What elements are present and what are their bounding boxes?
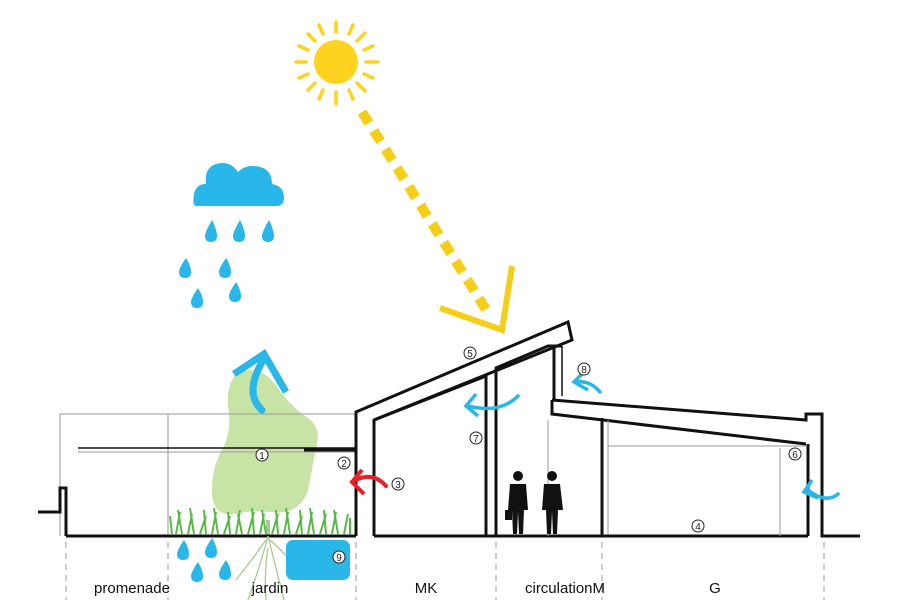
grass-icon — [169, 507, 351, 535]
blue-air-arrow-icon — [801, 479, 840, 500]
raindrops-ground — [177, 538, 231, 582]
cloud-icon — [193, 163, 284, 206]
blue-air-arrow-icon — [571, 370, 602, 394]
raindrop-icon — [219, 258, 231, 278]
zone-label-circulation: circulationM — [525, 580, 605, 597]
red-heat-arrow-icon — [349, 468, 388, 496]
person-icon — [542, 471, 563, 534]
marker-2: 2 — [337, 456, 351, 470]
raindrop-icon — [179, 258, 191, 278]
sun-icon — [294, 20, 380, 106]
raindrop-icon — [177, 540, 189, 560]
raindrop-icon — [205, 220, 217, 242]
marker-7: 7 — [469, 431, 483, 445]
marker-9-label: 9 — [336, 553, 342, 564]
marker-6-label: 6 — [792, 450, 798, 461]
marker-5: 5 — [463, 346, 477, 360]
raindrop-icon — [233, 220, 245, 242]
raindrop-icon — [205, 538, 217, 558]
marker-3-label: 3 — [395, 480, 401, 491]
water-tank-icon — [286, 540, 350, 580]
marker-4: 4 — [691, 519, 705, 533]
marker-9: 9 — [332, 550, 346, 564]
marker-6: 6 — [788, 447, 802, 461]
blue-air-arrow-icon — [463, 392, 520, 418]
evaporation-arrow-icon — [232, 349, 290, 414]
marker-5-label: 5 — [467, 349, 473, 360]
zone-label-jardin: jardin — [251, 580, 289, 597]
zone-label-g: G — [709, 580, 721, 597]
tree-icon — [212, 370, 318, 536]
sunbeam-arrow-icon — [357, 109, 515, 335]
raindrop-icon — [229, 282, 241, 302]
marker-8-label: 8 — [581, 365, 587, 376]
marker-1-label: 1 — [259, 451, 265, 462]
building-section — [38, 319, 860, 538]
marker-4-label: 4 — [695, 522, 701, 533]
roots — [235, 535, 303, 600]
raindrop-icon — [191, 562, 203, 582]
raindrops-cloud — [179, 220, 274, 308]
marker-2-label: 2 — [341, 459, 347, 470]
raindrop-icon — [262, 220, 274, 242]
raindrop-icon — [191, 288, 203, 308]
zone-label-promenade: promenade — [94, 580, 170, 597]
marker-7-label: 7 — [473, 434, 479, 445]
marker-8: 8 — [577, 362, 591, 376]
person-icon — [505, 471, 528, 534]
raindrop-icon — [219, 560, 231, 580]
zone-dividers — [65, 542, 825, 600]
marker-3: 3 — [391, 477, 405, 491]
marker-1: 1 — [255, 448, 269, 462]
zone-label-mk: MK — [415, 580, 438, 597]
